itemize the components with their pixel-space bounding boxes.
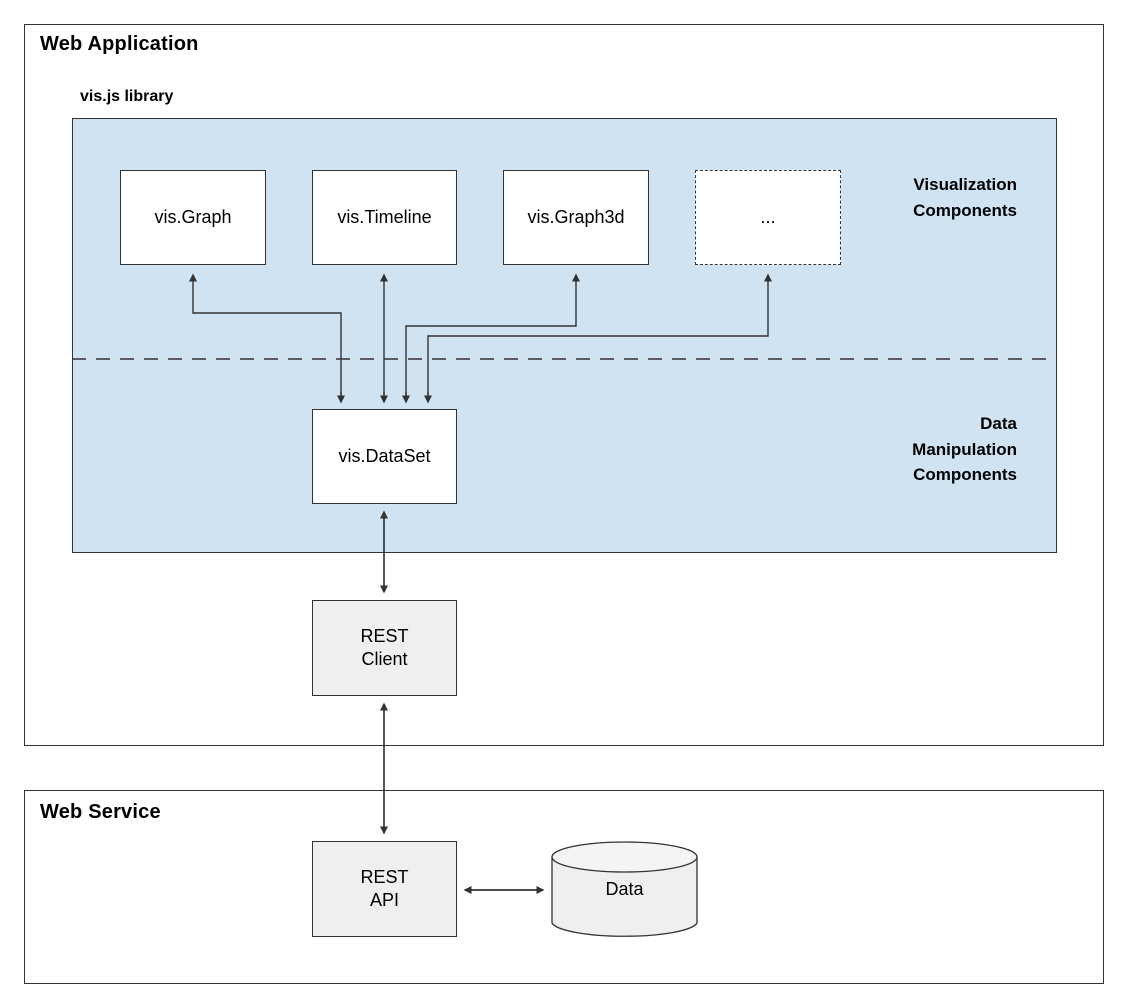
- node-database[interactable]: Data: [551, 841, 698, 939]
- rest-client-line-2: Client: [361, 649, 408, 669]
- node-more-components[interactable]: ...: [695, 170, 841, 265]
- node-vis-timeline-label: vis.Timeline: [337, 206, 432, 227]
- node-vis-timeline[interactable]: vis.Timeline: [312, 170, 457, 265]
- rest-client-line-1: REST: [360, 625, 409, 646]
- node-vis-graph[interactable]: vis.Graph: [120, 170, 266, 265]
- database-cylinder-icon: [551, 841, 698, 937]
- node-more-components-label: ...: [760, 206, 776, 227]
- vis-js-library-title: vis.js library: [80, 88, 174, 105]
- data-manipulation-components-label: Data Manipulation Components: [912, 414, 1017, 484]
- node-vis-dataset[interactable]: vis.DataSet: [312, 409, 457, 504]
- node-rest-api[interactable]: REST API: [312, 841, 457, 937]
- node-vis-graph3d[interactable]: vis.Graph3d: [503, 170, 649, 265]
- web-service-title: Web Service: [40, 801, 161, 823]
- node-vis-graph3d-label: vis.Graph3d: [527, 206, 625, 227]
- rest-api-line-2: API: [369, 890, 399, 910]
- node-vis-graph-label: vis.Graph: [154, 206, 232, 227]
- node-vis-dataset-label: vis.DataSet: [338, 445, 431, 466]
- web-application-title: Web Application: [40, 33, 199, 55]
- database-label: Data: [605, 879, 644, 899]
- visualization-components-label: Visualization Components: [913, 175, 1017, 220]
- node-rest-client[interactable]: REST Client: [312, 600, 457, 696]
- rest-api-line-1: REST: [360, 866, 409, 887]
